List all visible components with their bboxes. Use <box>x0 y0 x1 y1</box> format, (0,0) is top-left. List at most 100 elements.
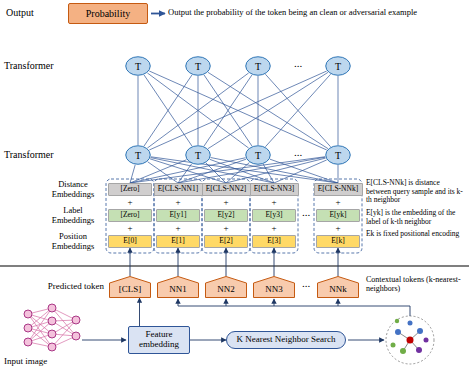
connector <box>178 164 192 183</box>
neural-network-icon <box>48 343 56 351</box>
cls-token: [CLS] <box>109 276 151 298</box>
node-text: E[CLS-NN2] <box>206 185 246 193</box>
node-text: NN3 <box>265 285 283 295</box>
neighbor-cluster-icon <box>416 347 422 353</box>
position-embedding: E[3] <box>252 235 296 248</box>
plus-sign: + <box>335 223 340 234</box>
node-text: E[3] <box>267 237 280 245</box>
connector <box>144 75 192 146</box>
neighbor-cluster-icon <box>386 316 434 364</box>
node-text: E[1] <box>171 237 184 245</box>
plus-sign: + <box>127 197 132 208</box>
row-label: Output <box>6 7 34 18</box>
neural-network-icon <box>24 310 32 318</box>
neighbor-token-arrows <box>274 299 275 306</box>
node-text: T <box>135 150 141 161</box>
flow-arrow <box>348 340 384 341</box>
connector <box>139 298 140 326</box>
node-text: [Zero] <box>120 185 139 193</box>
neighbor-cluster-icon <box>407 337 414 344</box>
neighbor-cluster-icon <box>424 338 429 343</box>
neural-network-icon <box>48 304 56 312</box>
connector <box>149 71 326 150</box>
row-label: Position Embeddings <box>44 232 102 251</box>
distance-embedding: E[CLS-NN3] <box>250 183 299 196</box>
separator-line <box>0 265 469 266</box>
plus-sign: + <box>223 223 228 234</box>
connector <box>178 248 179 276</box>
transformer-node: T <box>125 145 151 165</box>
embedding-group <box>250 179 298 253</box>
label-embedding: E[yk] <box>316 209 360 222</box>
distance-embedding: E[CLS-NNk] <box>314 183 363 196</box>
node-text: E[0] <box>123 237 136 245</box>
neighbor-cluster-icon <box>398 331 420 351</box>
transformer-node-outline <box>126 146 151 165</box>
layer-label: Transformer <box>4 149 54 160</box>
connector <box>151 157 338 183</box>
row-label: Predicted token <box>8 281 104 291</box>
connector <box>130 165 135 183</box>
connector <box>138 76 139 145</box>
note-text: E[yk] is the embedding of the label of k… <box>366 209 465 226</box>
plus-sign: + <box>175 223 180 234</box>
plus-sign: + <box>223 197 228 208</box>
row-label: Distance Embeddings <box>44 180 102 199</box>
neighbor-cluster-icon <box>417 328 423 334</box>
note-text: E[CLS-NNk] is distance between query sam… <box>366 179 465 205</box>
transformer-node-outline <box>186 146 211 165</box>
neighbor-token-arrows <box>178 299 410 316</box>
transformer-node-outline <box>326 146 351 165</box>
node-text: E[2] <box>219 237 232 245</box>
node-text: T <box>195 150 201 161</box>
node-text: T <box>335 150 341 161</box>
neighbor-token-outline <box>318 277 359 298</box>
connector <box>208 72 328 148</box>
connector <box>204 75 252 146</box>
embedding-group <box>202 179 250 253</box>
distance-embedding: [Zero] <box>108 183 152 196</box>
distance-embedding: E[CLS-NN2] <box>202 183 251 196</box>
transformer-node: T <box>245 145 271 165</box>
transformer-node-outline <box>246 146 271 165</box>
neighbor-cluster-icon <box>386 316 434 364</box>
neural-network-icon <box>48 330 56 338</box>
transformer-node: T <box>325 56 351 76</box>
neighbor-token-arrows <box>178 299 179 306</box>
position-embedding: E[0] <box>108 235 152 248</box>
connector <box>338 248 339 276</box>
node-text: E[CLS-NN3] <box>254 185 294 193</box>
label-embedding: E[y1] <box>156 209 200 222</box>
cls-token-outline <box>110 277 151 298</box>
transformer-node: T <box>325 145 351 165</box>
connector <box>148 162 178 183</box>
neighbor-token: NN2 <box>205 276 247 298</box>
transformer-node-outline <box>186 57 211 76</box>
node-text: T <box>195 61 201 72</box>
node-text: T <box>135 61 141 72</box>
ellipsis: ... <box>302 277 310 289</box>
node-text: E[y2] <box>217 211 234 219</box>
neighbor-cluster-icon <box>408 321 413 326</box>
output-description: Output the probability of the token bein… <box>168 8 465 18</box>
neighbor-token-arrows <box>338 299 339 306</box>
embedding-group <box>106 179 154 253</box>
node-text: NN2 <box>217 285 235 295</box>
node-text: NN1 <box>169 285 187 295</box>
neighbor-cluster-icon <box>395 329 401 335</box>
plus-sign: + <box>175 197 180 208</box>
neural-network-icon <box>24 324 32 332</box>
connector <box>147 73 248 148</box>
node-text: K Nearest Neighbor Search <box>236 335 335 345</box>
connector <box>147 73 248 148</box>
neural-network-icon <box>72 332 80 340</box>
neighbor-cluster-icon <box>391 343 396 348</box>
neural-network-icon <box>24 304 80 351</box>
node-text: Probability <box>86 8 130 19</box>
neural-network-icon <box>28 308 76 347</box>
output-box: Probability <box>68 3 148 24</box>
output-arrow <box>151 13 165 15</box>
plus-sign: + <box>271 223 276 234</box>
label-embedding: E[y3] <box>252 209 296 222</box>
transformer-node: T <box>125 56 151 76</box>
